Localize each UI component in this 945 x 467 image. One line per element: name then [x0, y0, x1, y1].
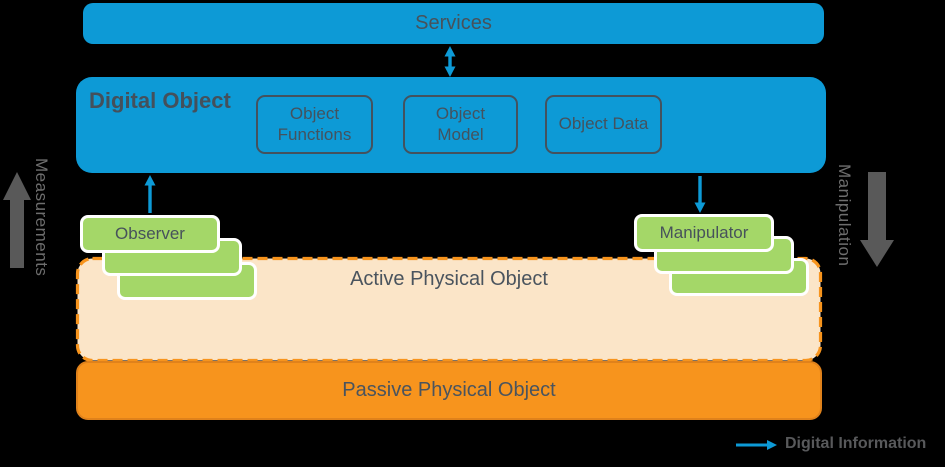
manipulator-box: Manipulator: [634, 214, 774, 252]
passive-physical-object-box: Passive Physical Object: [76, 361, 822, 420]
observer-box: Observer: [80, 215, 220, 253]
object-model-label: Object Model: [435, 104, 486, 144]
object-data-label: Object Data: [558, 114, 649, 134]
legend-digital-information-arrow: [736, 440, 777, 450]
legend-digital-information-label: Digital Information: [785, 435, 927, 452]
observer-label: Observer: [115, 224, 185, 243]
measurements-up-arrow: [3, 172, 31, 268]
measurements-label: Measurements: [32, 158, 51, 277]
active-physical-object-box: [75, 256, 823, 363]
object-functions-label: Object Functions: [277, 104, 352, 144]
digital-object-box: Digital Object Object Functions Object M…: [76, 77, 826, 173]
object-model-box: Object Model: [403, 95, 518, 154]
services-label: Services: [415, 12, 492, 34]
manipulation-down-arrow: [860, 172, 894, 267]
services-digital-bidirectional-arrow: [444, 46, 456, 77]
digital-to-manipulator-arrow: [694, 176, 706, 213]
observer-to-digital-arrow: [144, 175, 156, 213]
active-physical-object-label: Active Physical Object: [350, 268, 548, 290]
services-box: Services: [83, 3, 824, 44]
digital-object-label: Digital Object: [89, 88, 231, 113]
manipulation-label: Manipulation: [835, 164, 854, 267]
object-functions-box: Object Functions: [256, 95, 373, 154]
manipulator-label: Manipulator: [659, 223, 749, 242]
passive-physical-object-label: Passive Physical Object: [342, 379, 556, 401]
object-data-box: Object Data: [545, 95, 662, 154]
